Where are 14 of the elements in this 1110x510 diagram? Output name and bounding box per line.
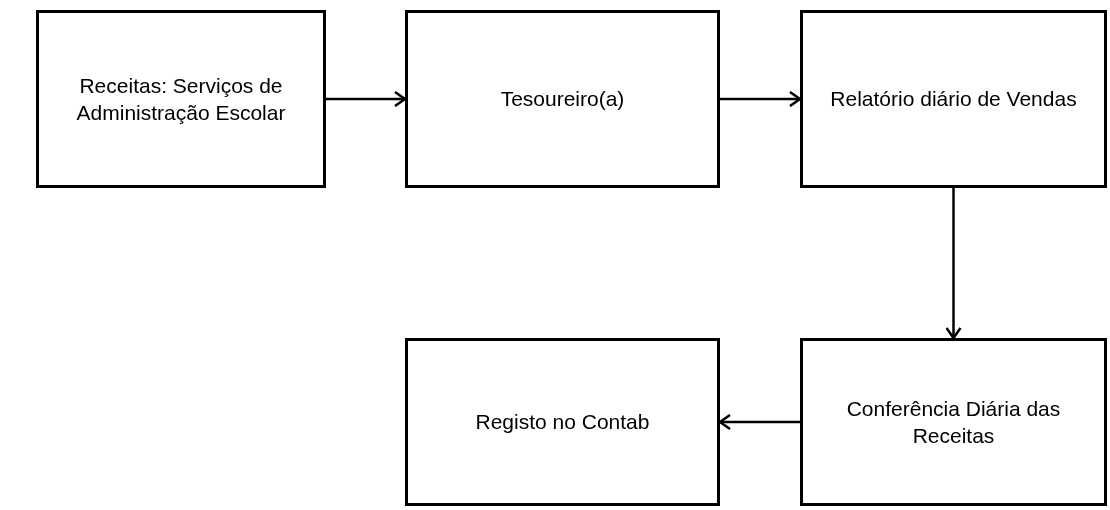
box-label: Conferência Diária das Receitas bbox=[845, 395, 1062, 449]
process-box bbox=[800, 338, 1107, 506]
process-box bbox=[800, 10, 1107, 188]
process-box bbox=[405, 10, 720, 188]
arrow bbox=[945, 188, 962, 340]
arrow bbox=[326, 90, 407, 108]
process-box bbox=[36, 10, 326, 188]
process-box bbox=[405, 338, 720, 506]
box-label: Tesoureiro(a) bbox=[500, 86, 625, 113]
arrow bbox=[718, 413, 800, 431]
box-label: Receitas: Serviços de Administração Escolar bbox=[75, 72, 287, 126]
box-label: Registo no Contab bbox=[475, 409, 650, 436]
box-label: Relatório diário de Vendas bbox=[830, 86, 1077, 113]
arrow bbox=[720, 90, 802, 108]
